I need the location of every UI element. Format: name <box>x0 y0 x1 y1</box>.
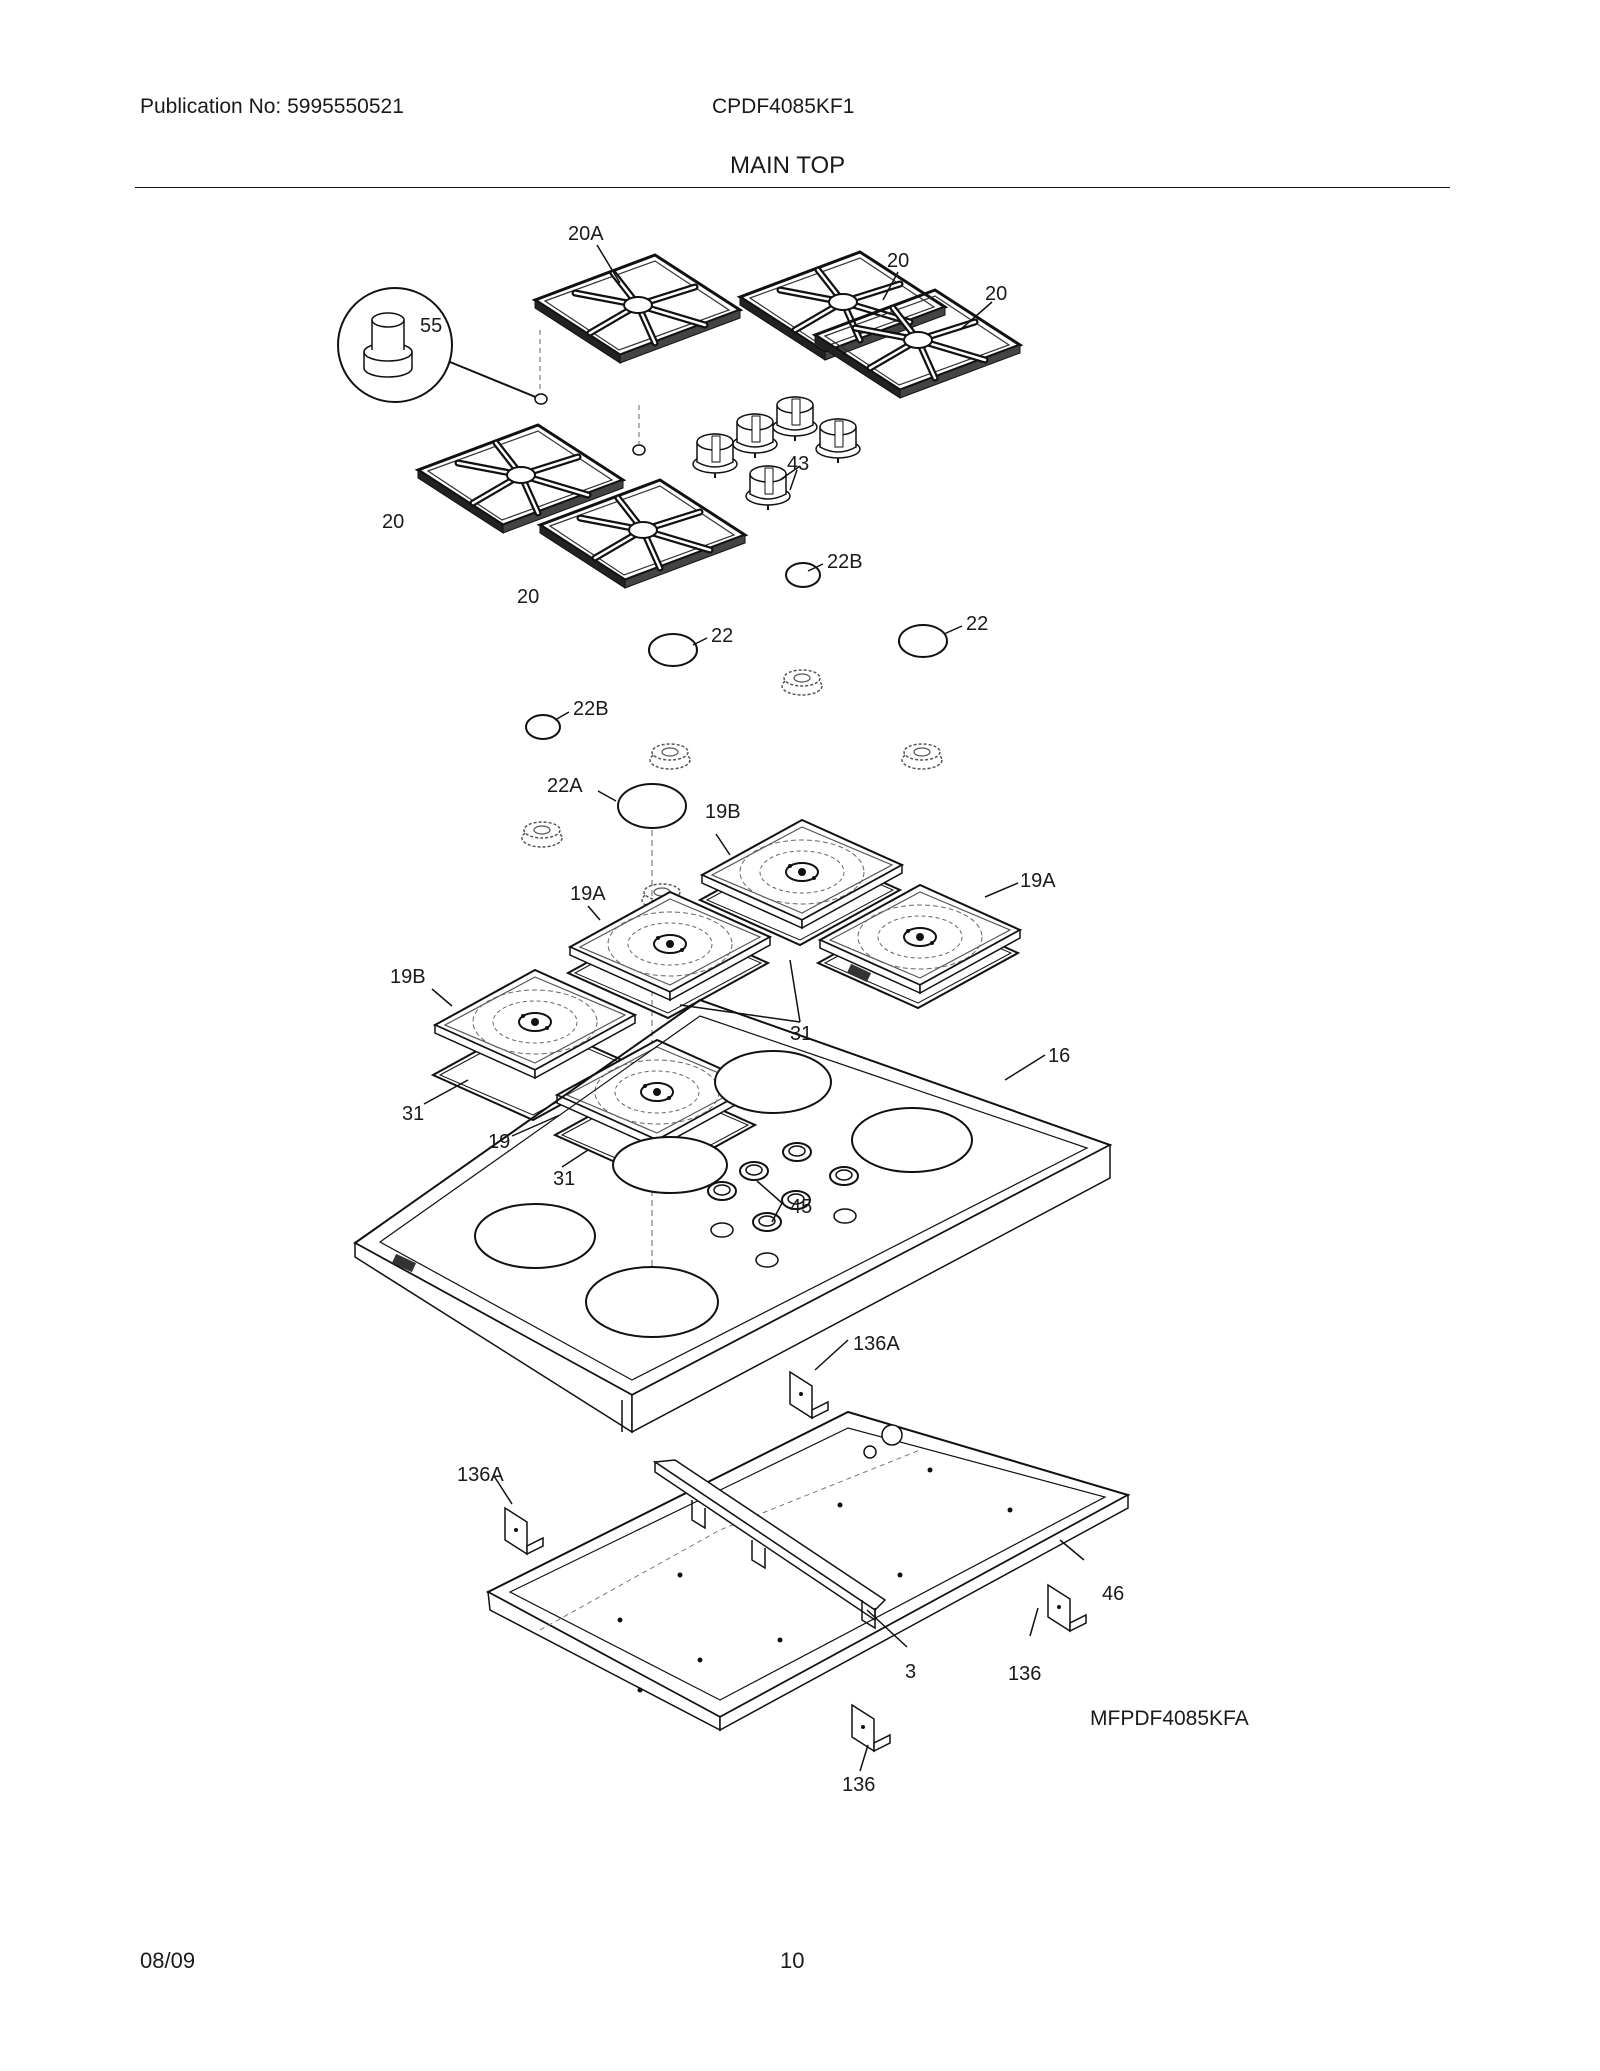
callout-20a: 20A <box>568 223 604 245</box>
bracket-136a-right <box>789 1371 829 1419</box>
callout-136-right: 136 <box>1008 1663 1041 1685</box>
burner-cap-22-right <box>898 624 948 658</box>
callout-19a-center: 19A <box>570 883 606 905</box>
callout-19b-top: 19B <box>705 801 741 823</box>
support-rail-3 <box>652 1459 887 1630</box>
model-number: CPDF4085KF1 <box>712 95 855 118</box>
bracket-136-bottom <box>851 1704 891 1752</box>
knob-group <box>692 396 861 511</box>
callout-20-right: 20 <box>985 283 1007 305</box>
callout-19a-right: 19A <box>1020 870 1056 892</box>
callout-31-bottom: 31 <box>553 1168 575 1190</box>
callout-136a-right: 136A <box>853 1333 900 1355</box>
callout-43: 43 <box>787 453 809 475</box>
callout-20-top-right: 20 <box>887 250 909 272</box>
callout-55: 55 <box>420 315 442 337</box>
callout-19b-left: 19B <box>390 966 426 988</box>
grommets-45 <box>707 1142 859 1268</box>
callout-labels: 20A 20 20 20 20 55 43 22B 22 22 22B 22A … <box>382 223 1249 1796</box>
header-rule <box>135 187 1450 188</box>
burner-cap-22-mid <box>648 633 698 667</box>
callout-46: 46 <box>1102 1583 1124 1605</box>
section-title: MAIN TOP <box>730 152 846 179</box>
callout-20-left: 20 <box>382 511 404 533</box>
grate-20-lower <box>540 480 745 588</box>
figure-code: MFPDF4085KFA <box>1090 1707 1249 1730</box>
callout-31-left: 31 <box>402 1103 424 1125</box>
callout-31-center: 31 <box>790 1023 812 1045</box>
callout-22a: 22A <box>547 775 583 797</box>
callout-22b-left: 22B <box>573 698 609 720</box>
footer-page-number: 10 <box>780 1948 805 1973</box>
leader-lines <box>423 244 1085 1772</box>
callout-22b-top: 22B <box>827 551 863 573</box>
burner-cap-22b-left <box>525 714 561 740</box>
publication-number: Publication No: 5995550521 <box>140 95 404 118</box>
callout-45: 45 <box>790 1196 812 1218</box>
footer-date: 08/09 <box>140 1948 196 1973</box>
callout-22-mid: 22 <box>711 625 733 647</box>
grate-20a <box>535 255 740 363</box>
burner-cap-22a <box>617 783 687 829</box>
bracket-136-right <box>1047 1584 1087 1632</box>
callout-136-bottom: 136 <box>842 1774 875 1796</box>
callout-22-right: 22 <box>966 613 988 635</box>
burner-cap-22b-top <box>785 562 821 588</box>
callout-20-lower: 20 <box>517 586 539 608</box>
burner-pan-46 <box>485 1410 1131 1732</box>
grate-foot <box>534 330 646 456</box>
bracket-136a-left <box>504 1507 544 1555</box>
main-top-16 <box>353 963 1113 1434</box>
callout-16: 16 <box>1048 1045 1070 1067</box>
callout-3: 3 <box>905 1661 916 1683</box>
callout-19: 19 <box>488 1131 510 1153</box>
callout-136a-left: 136A <box>457 1464 504 1486</box>
foot-detail-circle <box>337 287 539 403</box>
